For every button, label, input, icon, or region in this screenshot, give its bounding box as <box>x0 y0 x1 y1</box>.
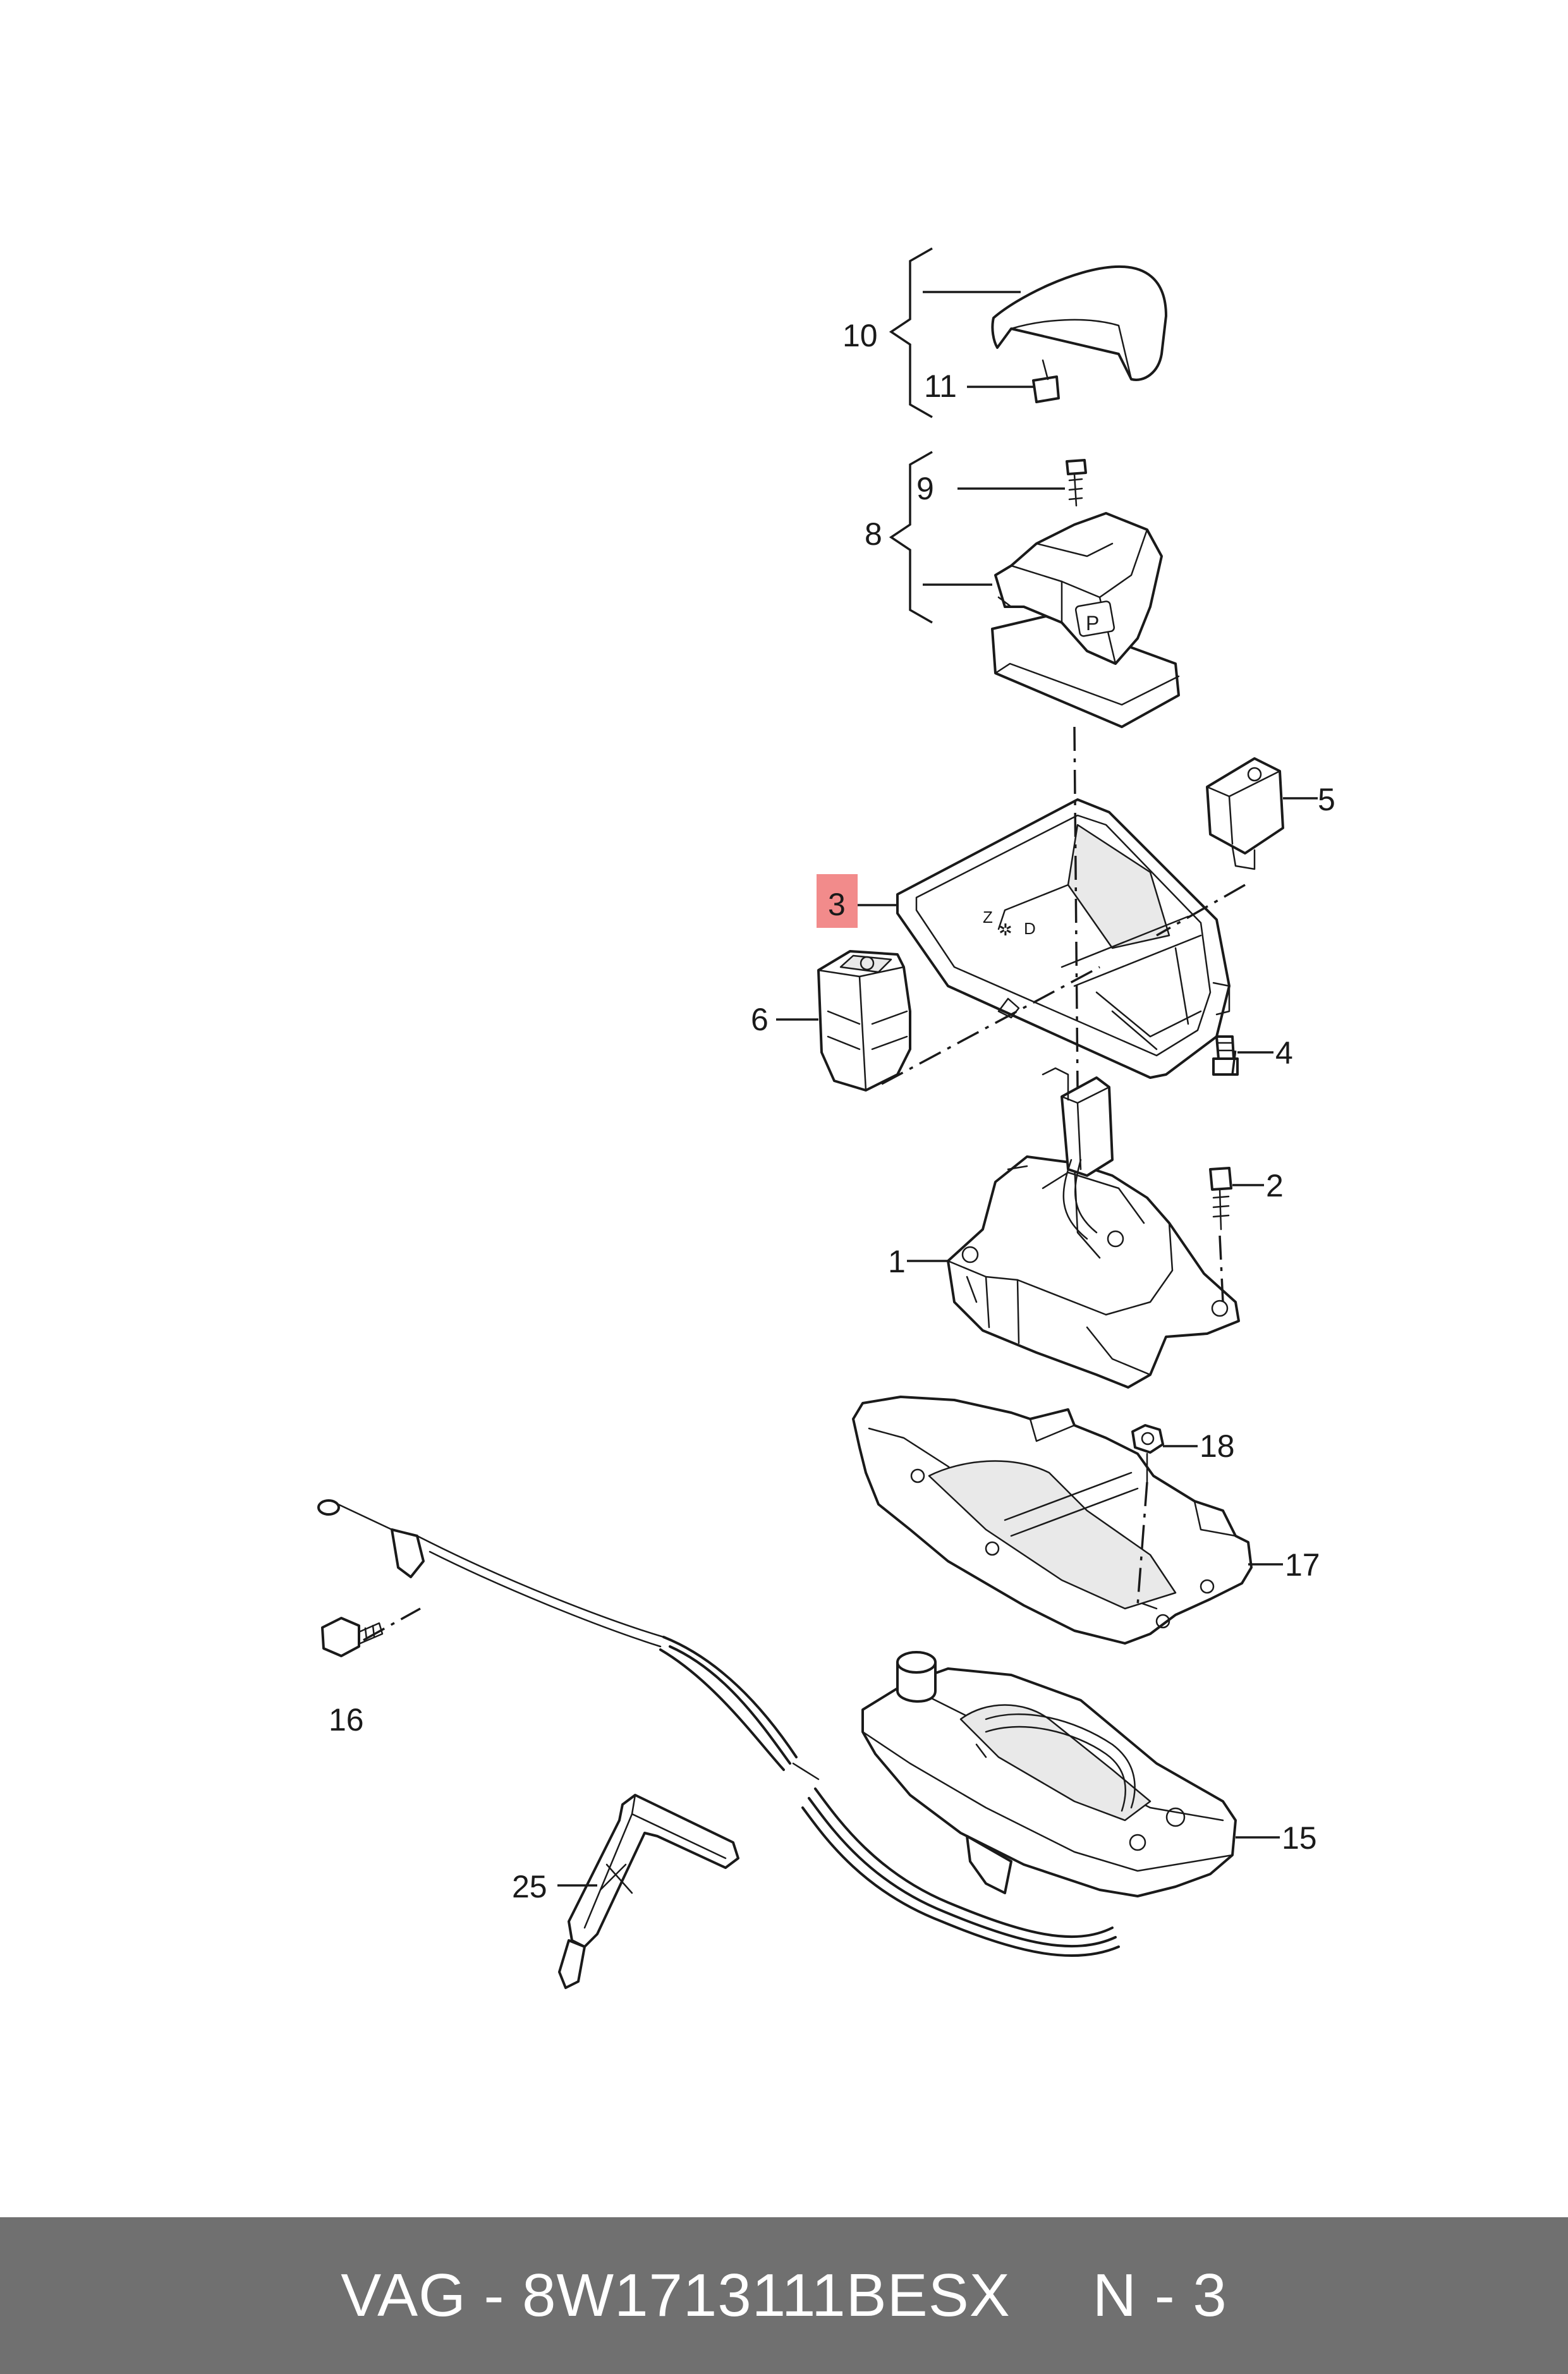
part-8-selector-lever: P <box>991 512 1180 728</box>
shift-cable <box>317 1499 1120 1957</box>
callout-25: 25 <box>512 1869 547 1904</box>
callout-18: 18 <box>1200 1428 1235 1464</box>
callout-16: 16 <box>329 1702 364 1738</box>
part-18-nut <box>1131 1424 1164 1483</box>
callout-3-highlight <box>817 874 858 928</box>
callout-8: 8 <box>865 516 882 552</box>
part-9-screw <box>1066 459 1087 507</box>
callout-labels: 10 11 9 8 3 5 4 6 2 1 18 17 15 16 25 <box>329 318 1335 1904</box>
callout-6: 6 <box>751 1002 769 1037</box>
part-6-switch-module <box>817 950 911 1092</box>
callout-9: 9 <box>916 471 934 506</box>
callout-10: 10 <box>842 318 878 353</box>
part-number-footer: VAG - 8W1713111BESX N - 3 <box>0 2217 1568 2374</box>
callout-1: 1 <box>888 1244 906 1279</box>
callout-17: 17 <box>1285 1547 1320 1583</box>
brace-8 <box>889 451 933 624</box>
svg-text:D: D <box>1024 919 1036 938</box>
footer-part-number: VAG - 8W1713111BESX <box>341 2261 1011 2329</box>
part-5-switch <box>1206 757 1284 870</box>
part-11-clip <box>1032 359 1060 403</box>
part-16-bolt <box>321 1617 384 1657</box>
part-2-screw <box>1209 1167 1232 1231</box>
svg-text:✲: ✲ <box>999 920 1012 939</box>
brace-10 <box>889 247 933 418</box>
callout-3: 3 <box>828 887 846 922</box>
part-1-selector-mechanism <box>947 1067 1240 1389</box>
callout-11: 11 <box>924 368 957 404</box>
callout-2: 2 <box>1266 1168 1284 1203</box>
callout-15: 15 <box>1282 1820 1317 1856</box>
exploded-parts-diagram: P Z ✲ D <box>317 247 1335 1989</box>
part-10-knob-cover <box>991 265 1167 381</box>
leader-lines <box>557 291 1318 1887</box>
part-3-trim-panel: Z ✲ D <box>896 798 1231 1079</box>
part-4-screw <box>1212 1035 1239 1076</box>
knob-p-symbol: P <box>1086 612 1099 635</box>
part-25-tool <box>558 1794 739 1989</box>
part-15-base-plate <box>861 1651 1237 1897</box>
svg-text:Z: Z <box>983 908 993 927</box>
callout-4: 4 <box>1275 1035 1293 1071</box>
part-17-housing-tray <box>852 1396 1253 1645</box>
footer-position: N - 3 <box>1092 2261 1227 2329</box>
assembly-lines <box>363 726 1246 1641</box>
callout-5: 5 <box>1318 782 1335 817</box>
